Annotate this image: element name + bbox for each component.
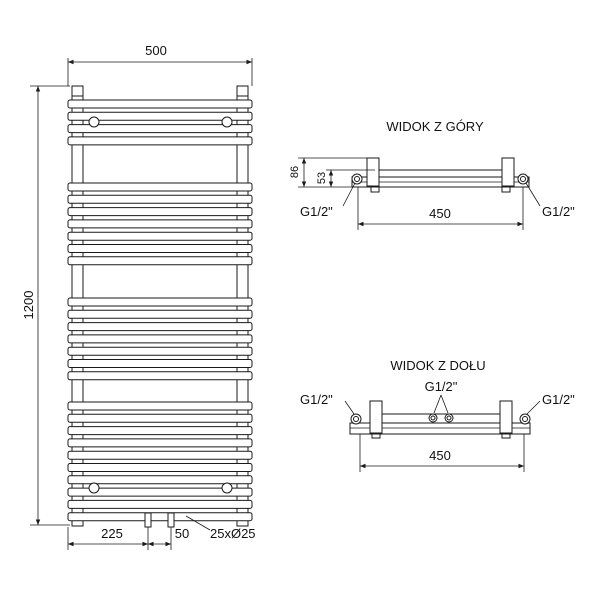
bottom-right-connection-leader	[526, 400, 541, 415]
bottom-view-right-tube	[499, 400, 513, 434]
horizontal-bar	[67, 346, 253, 356]
top-view-title: WIDOK Z GÓRY	[386, 119, 484, 134]
bottom-view-right-connection-label: G1/2"	[542, 392, 575, 407]
horizontal-bar	[67, 231, 253, 241]
horizontal-bar	[67, 512, 253, 522]
top-view-left-stub	[370, 186, 380, 193]
horizontal-bar	[67, 111, 253, 121]
horizontal-bar	[67, 244, 253, 253]
right-connection-stub	[167, 512, 175, 528]
horizontal-bar	[67, 219, 253, 229]
top-right-connection-circle	[221, 116, 233, 128]
bottom-view-width-label: 450	[429, 448, 451, 463]
left-connection-stub	[144, 512, 152, 528]
bottom-center-leader-left	[433, 394, 442, 414]
horizontal-bar	[67, 256, 253, 266]
top-view: WIDOK Z GÓRY 86 53 G1/2" G1/2"	[289, 119, 575, 230]
bottom-view-center-connection-label: G1/2"	[425, 379, 458, 394]
top-view-width-label: 450	[429, 206, 451, 221]
bottom-right-connection-circle	[221, 482, 233, 494]
top-view-rail	[374, 169, 506, 178]
pipe-top-cap	[236, 85, 249, 97]
top-view-left-tube	[366, 157, 380, 187]
horizontal-bars	[67, 85, 253, 522]
top-view-right-stub	[501, 186, 511, 193]
tube-size-label: 25xØ25	[210, 526, 256, 541]
horizontal-bar	[67, 322, 253, 332]
bottom-left-connection-circle	[88, 482, 100, 494]
horizontal-bar	[67, 297, 253, 307]
horizontal-bar	[67, 450, 253, 460]
horizontal-bar	[67, 401, 253, 411]
bottom-view-left-tube	[369, 400, 383, 434]
horizontal-bar	[67, 475, 253, 485]
top-left-connection-circle	[88, 116, 100, 128]
horizontal-bar	[67, 426, 253, 436]
horizontal-bar	[67, 359, 253, 368]
top-view-right-tube	[501, 157, 515, 187]
top-right-connection-leader	[525, 182, 541, 207]
horizontal-bar	[67, 136, 253, 146]
horizontal-bar	[67, 487, 253, 497]
horizontal-bar	[67, 334, 253, 344]
bottom-view: WIDOK Z DOŁU G1/2" G1/2" G1/2"	[300, 358, 575, 472]
spacing-dimension-label: 225	[101, 526, 123, 541]
depth-outer-label: 86	[289, 166, 301, 178]
bottom-center-leader-right	[440, 394, 449, 414]
horizontal-bar	[67, 99, 253, 109]
width-dimension-label: 500	[145, 43, 167, 58]
horizontal-bar	[67, 124, 253, 134]
bottom-view-rail	[376, 413, 506, 424]
pipe-top-cap	[71, 85, 84, 97]
horizontal-bar	[67, 371, 253, 381]
height-dimension-label: 1200	[21, 291, 36, 320]
horizontal-bar	[67, 207, 253, 217]
tube-leader-line	[185, 515, 211, 531]
depth-inner-label: 53	[316, 172, 328, 184]
front-view: 500 1200 225 50 25xØ25	[21, 43, 256, 550]
top-left-connection-leader	[342, 182, 356, 207]
bottom-view-left-connection-label: G1/2"	[300, 392, 333, 407]
bottom-view-title: WIDOK Z DOŁU	[390, 358, 485, 373]
horizontal-bar	[67, 413, 253, 423]
horizontal-bar	[67, 182, 253, 192]
horizontal-bar	[67, 463, 253, 472]
bottom-left-connection-leader	[344, 400, 355, 415]
top-view-left-connection-label: G1/2"	[300, 204, 333, 219]
horizontal-bar	[67, 194, 253, 204]
horizontal-bar	[67, 499, 253, 509]
top-view-right-connection-label: G1/2"	[542, 204, 575, 219]
horizontal-bar	[67, 438, 253, 448]
pipe-spacing-dimension-label: 50	[175, 526, 189, 541]
horizontal-bar	[67, 309, 253, 319]
